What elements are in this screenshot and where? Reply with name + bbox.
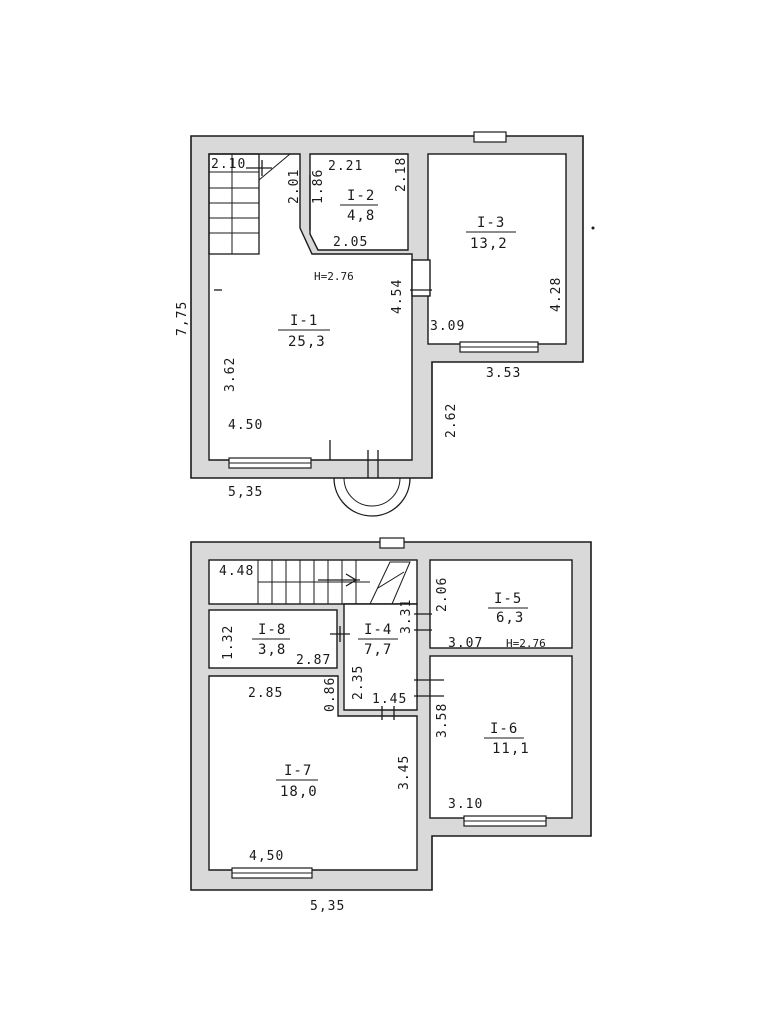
room-label-2-5: I-5 6,3 bbox=[488, 591, 528, 626]
dim-2-r4-bottom: 1.45 bbox=[372, 692, 407, 707]
room-area-2-5: 6,3 bbox=[496, 610, 524, 626]
room-id-2-7: I-7 bbox=[284, 763, 312, 779]
room-id-2-5: I-5 bbox=[494, 591, 522, 607]
dim-2-outer-width: 5,35 bbox=[310, 899, 345, 914]
dim-1-outer-width: 5,35 bbox=[228, 485, 263, 500]
dim-1-r2-left-b: 1.86 bbox=[311, 169, 326, 204]
dim-1-r2-bottom: 2.05 bbox=[333, 235, 368, 250]
room-2-6-interior bbox=[429, 655, 573, 819]
scan-speck bbox=[591, 226, 595, 230]
passage-1-interior bbox=[411, 259, 431, 297]
dim-2-r6-bottom: 3.10 bbox=[448, 797, 483, 812]
room-id-2-8: I-8 bbox=[258, 622, 286, 638]
room-id-2-4: I-4 bbox=[364, 622, 392, 638]
dim-2-stair-width: 4.48 bbox=[219, 564, 254, 579]
bay-arc bbox=[333, 477, 411, 517]
room-label-2-8: I-8 3,8 bbox=[252, 622, 290, 658]
room-label-1-1: I-1 25,3 bbox=[278, 313, 330, 350]
dim-2-r5-bottom: 3.07 bbox=[448, 636, 483, 651]
room-label-1-3: I-3 13,2 bbox=[466, 215, 516, 252]
room-area-1-3: 13,2 bbox=[470, 236, 508, 252]
room-area-2-6: 11,1 bbox=[492, 741, 530, 757]
dim-1-stair-width: 2.10 bbox=[211, 157, 246, 172]
room-id-2-6: I-6 bbox=[490, 721, 518, 737]
room-area-2-4: 7,7 bbox=[364, 642, 392, 658]
dim-1-r1-right: 4.54 bbox=[390, 279, 405, 314]
dim-2-r4-right: 3.31 bbox=[399, 599, 414, 634]
dim-2-r8-left: 1.32 bbox=[221, 625, 236, 660]
dim-2-r5-left: 2.06 bbox=[435, 577, 450, 612]
room-area-2-8: 3,8 bbox=[258, 642, 286, 658]
room-2-4-interior bbox=[343, 603, 418, 711]
dim-2-r8-bottom: 2.87 bbox=[296, 653, 331, 668]
dim-2-r7-top: 2.85 bbox=[248, 686, 283, 701]
dim-1-r1-left: 3.62 bbox=[223, 357, 238, 392]
room-label-1-2: I-2 4,8 bbox=[340, 188, 378, 224]
dim-2-r7-small: 0.86 bbox=[323, 677, 338, 712]
dim-2-r4-left: 2.35 bbox=[351, 665, 366, 700]
floor-2-staircase bbox=[257, 560, 411, 605]
dim-1-r2-left-a: 2.01 bbox=[287, 169, 302, 204]
room-area-1-1: 25,3 bbox=[288, 334, 326, 350]
floor-2-height-label: H=2.76 bbox=[506, 637, 546, 650]
room-id-1-3: I-3 bbox=[477, 215, 505, 231]
floor-2-plan: I-4 7,7 I-5 6,3 I-6 11,1 I-7 18,0 I-8 3,… bbox=[190, 537, 592, 914]
dim-1-outer-bottom-right: 3.53 bbox=[486, 366, 521, 381]
dim-1-r3-bottom: 3.09 bbox=[430, 319, 465, 334]
dim-1-outer-height: 7,75 bbox=[175, 301, 190, 336]
dim-1-r1-bottom: 4.50 bbox=[228, 418, 263, 433]
room-area-1-2: 4,8 bbox=[347, 208, 375, 224]
dim-1-r2-top: 2.21 bbox=[328, 159, 363, 174]
floor-1-staircase bbox=[208, 153, 292, 255]
dim-2-r6-left: 3.58 bbox=[435, 703, 450, 738]
room-area-2-7: 18,0 bbox=[280, 784, 318, 800]
floor-1-height-label: H=2.76 bbox=[314, 270, 354, 283]
room-1-3-interior bbox=[427, 153, 567, 345]
dim-2-r7-right: 3.45 bbox=[397, 755, 412, 790]
window-1-top bbox=[473, 131, 507, 143]
room-label-2-4: I-4 7,7 bbox=[358, 622, 398, 658]
window-2-top bbox=[379, 537, 405, 549]
room-2-7-interior bbox=[208, 675, 418, 871]
room-label-2-6: I-6 11,1 bbox=[484, 721, 530, 757]
room-id-1-1: I-1 bbox=[290, 313, 318, 329]
room-label-2-7: I-7 18,0 bbox=[276, 763, 318, 800]
dim-1-r3-right: 4.28 bbox=[549, 277, 564, 312]
room-id-1-2: I-2 bbox=[347, 188, 375, 204]
dim-1-r2-right: 2.18 bbox=[394, 157, 409, 192]
room-2-5-interior bbox=[429, 559, 573, 649]
dim-1-outer-right: 2.62 bbox=[444, 403, 459, 438]
room-2-8-interior bbox=[208, 609, 338, 669]
floor-1-plan: I-1 25,3 I-2 4,8 I-3 13,2 H=2.76 2.10 2.… bbox=[175, 131, 584, 517]
dim-2-r7-bottom: 4,50 bbox=[249, 849, 284, 864]
